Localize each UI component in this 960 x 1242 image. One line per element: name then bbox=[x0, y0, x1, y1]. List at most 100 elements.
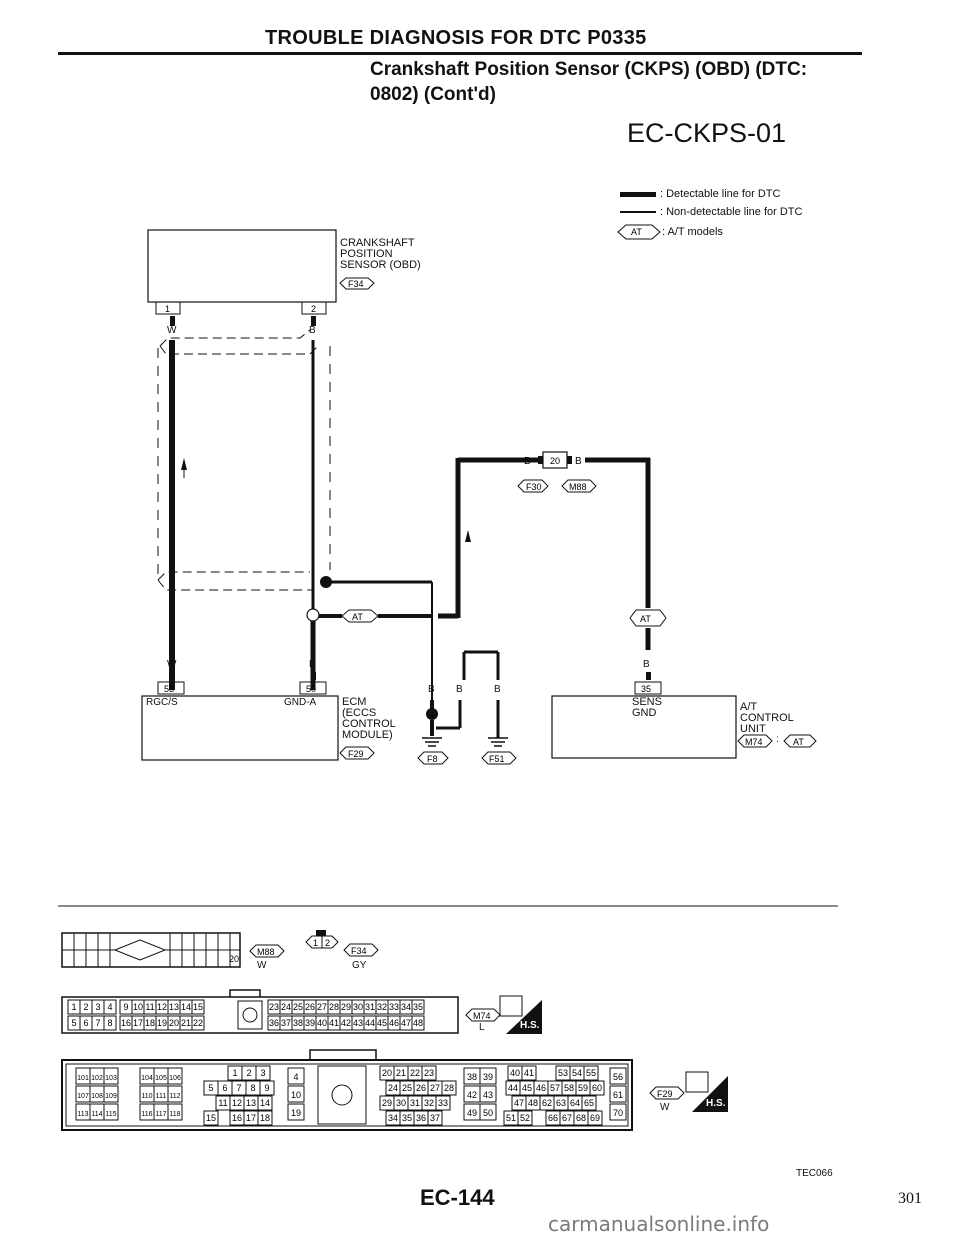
m74-pin-40: 40 bbox=[315, 1015, 329, 1031]
svg-text:112: 112 bbox=[169, 1093, 180, 1100]
f29-pin-13: 13 bbox=[243, 1095, 259, 1111]
m74-pin-47: 47 bbox=[399, 1015, 413, 1031]
joint-pin-label: 20 bbox=[550, 456, 560, 466]
m74-pin-28: 28 bbox=[327, 999, 341, 1015]
m74-harness-icon bbox=[499, 995, 523, 1017]
f34-color: GY bbox=[352, 960, 367, 971]
svg-text:1: 1 bbox=[232, 1068, 237, 1078]
svg-text:4: 4 bbox=[293, 1072, 298, 1082]
f29-badge-icon bbox=[649, 1086, 685, 1100]
ecm-name-line-3: CONTROL bbox=[342, 718, 396, 730]
sensor-name-line-2: POSITION bbox=[340, 248, 393, 260]
svg-text:18: 18 bbox=[260, 1113, 270, 1123]
m74-pin-29: 29 bbox=[339, 999, 353, 1015]
svg-text:118: 118 bbox=[169, 1111, 180, 1118]
svg-text:49: 49 bbox=[467, 1108, 477, 1118]
f29-pin-115: 115 bbox=[103, 1103, 119, 1121]
m74-pin-8: 8 bbox=[103, 1015, 117, 1031]
svg-text:29: 29 bbox=[341, 1002, 351, 1012]
f29-pin-103: 103 bbox=[103, 1067, 119, 1085]
svg-text:105: 105 bbox=[155, 1075, 167, 1082]
f29-pin-59: 59 bbox=[575, 1080, 591, 1096]
svg-text:50: 50 bbox=[483, 1108, 493, 1118]
svg-text:9: 9 bbox=[264, 1083, 269, 1093]
f29-pin-104: 104 bbox=[139, 1067, 155, 1085]
f34-pin-1: 1 bbox=[313, 938, 318, 948]
svg-text:20: 20 bbox=[382, 1068, 392, 1078]
svg-text:19: 19 bbox=[157, 1018, 167, 1028]
svg-text:22: 22 bbox=[193, 1018, 203, 1028]
svg-text:2: 2 bbox=[246, 1068, 251, 1078]
svg-text:5: 5 bbox=[208, 1083, 213, 1093]
m74-pin-18: 18 bbox=[143, 1015, 157, 1031]
ground-f8-label: F8 bbox=[427, 754, 438, 764]
svg-text:69: 69 bbox=[590, 1113, 600, 1123]
m74-pin-10: 10 bbox=[131, 999, 145, 1015]
svg-text:117: 117 bbox=[155, 1111, 166, 1118]
svg-text:51: 51 bbox=[506, 1113, 516, 1123]
f29-pin-5: 5 bbox=[203, 1080, 219, 1096]
legend-detectable-line-icon bbox=[620, 192, 656, 197]
m74-pin-38: 38 bbox=[291, 1015, 305, 1031]
svg-text:15: 15 bbox=[193, 1002, 203, 1012]
f29-pin-117: 117 bbox=[153, 1103, 169, 1121]
f29-pin-50: 50 bbox=[479, 1103, 497, 1121]
m74-pin-3: 3 bbox=[91, 999, 105, 1015]
svg-text:39: 39 bbox=[483, 1072, 493, 1082]
ecm-name-line-2: (ECCS bbox=[342, 707, 377, 719]
svg-text:24: 24 bbox=[388, 1083, 398, 1093]
svg-text:46: 46 bbox=[389, 1018, 399, 1028]
f29-pin-57: 57 bbox=[547, 1080, 563, 1096]
svg-text:17: 17 bbox=[246, 1113, 256, 1123]
svg-text:61: 61 bbox=[613, 1090, 623, 1100]
page-label: EC-144 bbox=[420, 1185, 495, 1210]
m74-pin-24: 24 bbox=[279, 999, 293, 1015]
f29-pin-41: 41 bbox=[521, 1065, 537, 1081]
svg-text:110: 110 bbox=[141, 1093, 152, 1100]
svg-text:7: 7 bbox=[236, 1083, 241, 1093]
f29-pin-106: 106 bbox=[167, 1067, 183, 1085]
svg-text:27: 27 bbox=[317, 1002, 327, 1012]
ground-f8-icon bbox=[417, 751, 449, 765]
svg-text:1: 1 bbox=[71, 1002, 76, 1012]
tcu-name-line-2: CONTROL bbox=[740, 712, 794, 724]
ecm-box: 53 50 F29 bbox=[141, 672, 375, 761]
svg-text:13: 13 bbox=[246, 1098, 256, 1108]
f29-pin-19: 19 bbox=[287, 1103, 305, 1121]
f29-pin-21: 21 bbox=[393, 1065, 409, 1081]
connector-m88: 20 M88 bbox=[61, 932, 285, 968]
f29-pin-56: 56 bbox=[609, 1067, 627, 1085]
svg-text:101: 101 bbox=[77, 1075, 89, 1082]
page-number: 301 bbox=[898, 1190, 922, 1207]
svg-text:17: 17 bbox=[133, 1018, 143, 1028]
m74-pin-17: 17 bbox=[131, 1015, 145, 1031]
m74-pin-27: 27 bbox=[315, 999, 329, 1015]
m88-badge-icon bbox=[249, 944, 285, 958]
f29-pin-34: 34 bbox=[385, 1110, 401, 1126]
svg-text:40: 40 bbox=[317, 1018, 327, 1028]
tcu-at-badge-icon bbox=[629, 609, 667, 627]
svg-text:34: 34 bbox=[401, 1002, 411, 1012]
svg-text:114: 114 bbox=[91, 1111, 102, 1118]
f29-pin-14: 14 bbox=[257, 1095, 273, 1111]
svg-text:24: 24 bbox=[281, 1002, 291, 1012]
svg-text:29: 29 bbox=[382, 1098, 392, 1108]
m74-hs-label: H.S. bbox=[520, 1020, 540, 1031]
legend-symbols: AT bbox=[617, 192, 661, 240]
f29-pin-47: 47 bbox=[511, 1095, 527, 1111]
f29-pin-31: 31 bbox=[407, 1095, 423, 1111]
svg-text:103: 103 bbox=[105, 1075, 117, 1082]
f29-pin-15: 15 bbox=[203, 1110, 219, 1126]
svg-text:20: 20 bbox=[169, 1018, 179, 1028]
m74-pin-26: 26 bbox=[303, 999, 317, 1015]
joint-conn-f30-label: F30 bbox=[526, 482, 542, 492]
tcu-connector-badge-icon bbox=[737, 734, 773, 748]
f29-pin-108: 108 bbox=[89, 1085, 105, 1103]
svg-text:14: 14 bbox=[260, 1098, 270, 1108]
svg-text:18: 18 bbox=[145, 1018, 155, 1028]
m74-pin-11: 11 bbox=[143, 999, 157, 1015]
f29-pin-32: 32 bbox=[421, 1095, 437, 1111]
legend-detectable: : Detectable line for DTC bbox=[660, 188, 781, 200]
svg-text:8: 8 bbox=[107, 1018, 112, 1028]
subtitle-line-1: Crankshaft Position Sensor (CKPS) (OBD) … bbox=[370, 59, 808, 80]
